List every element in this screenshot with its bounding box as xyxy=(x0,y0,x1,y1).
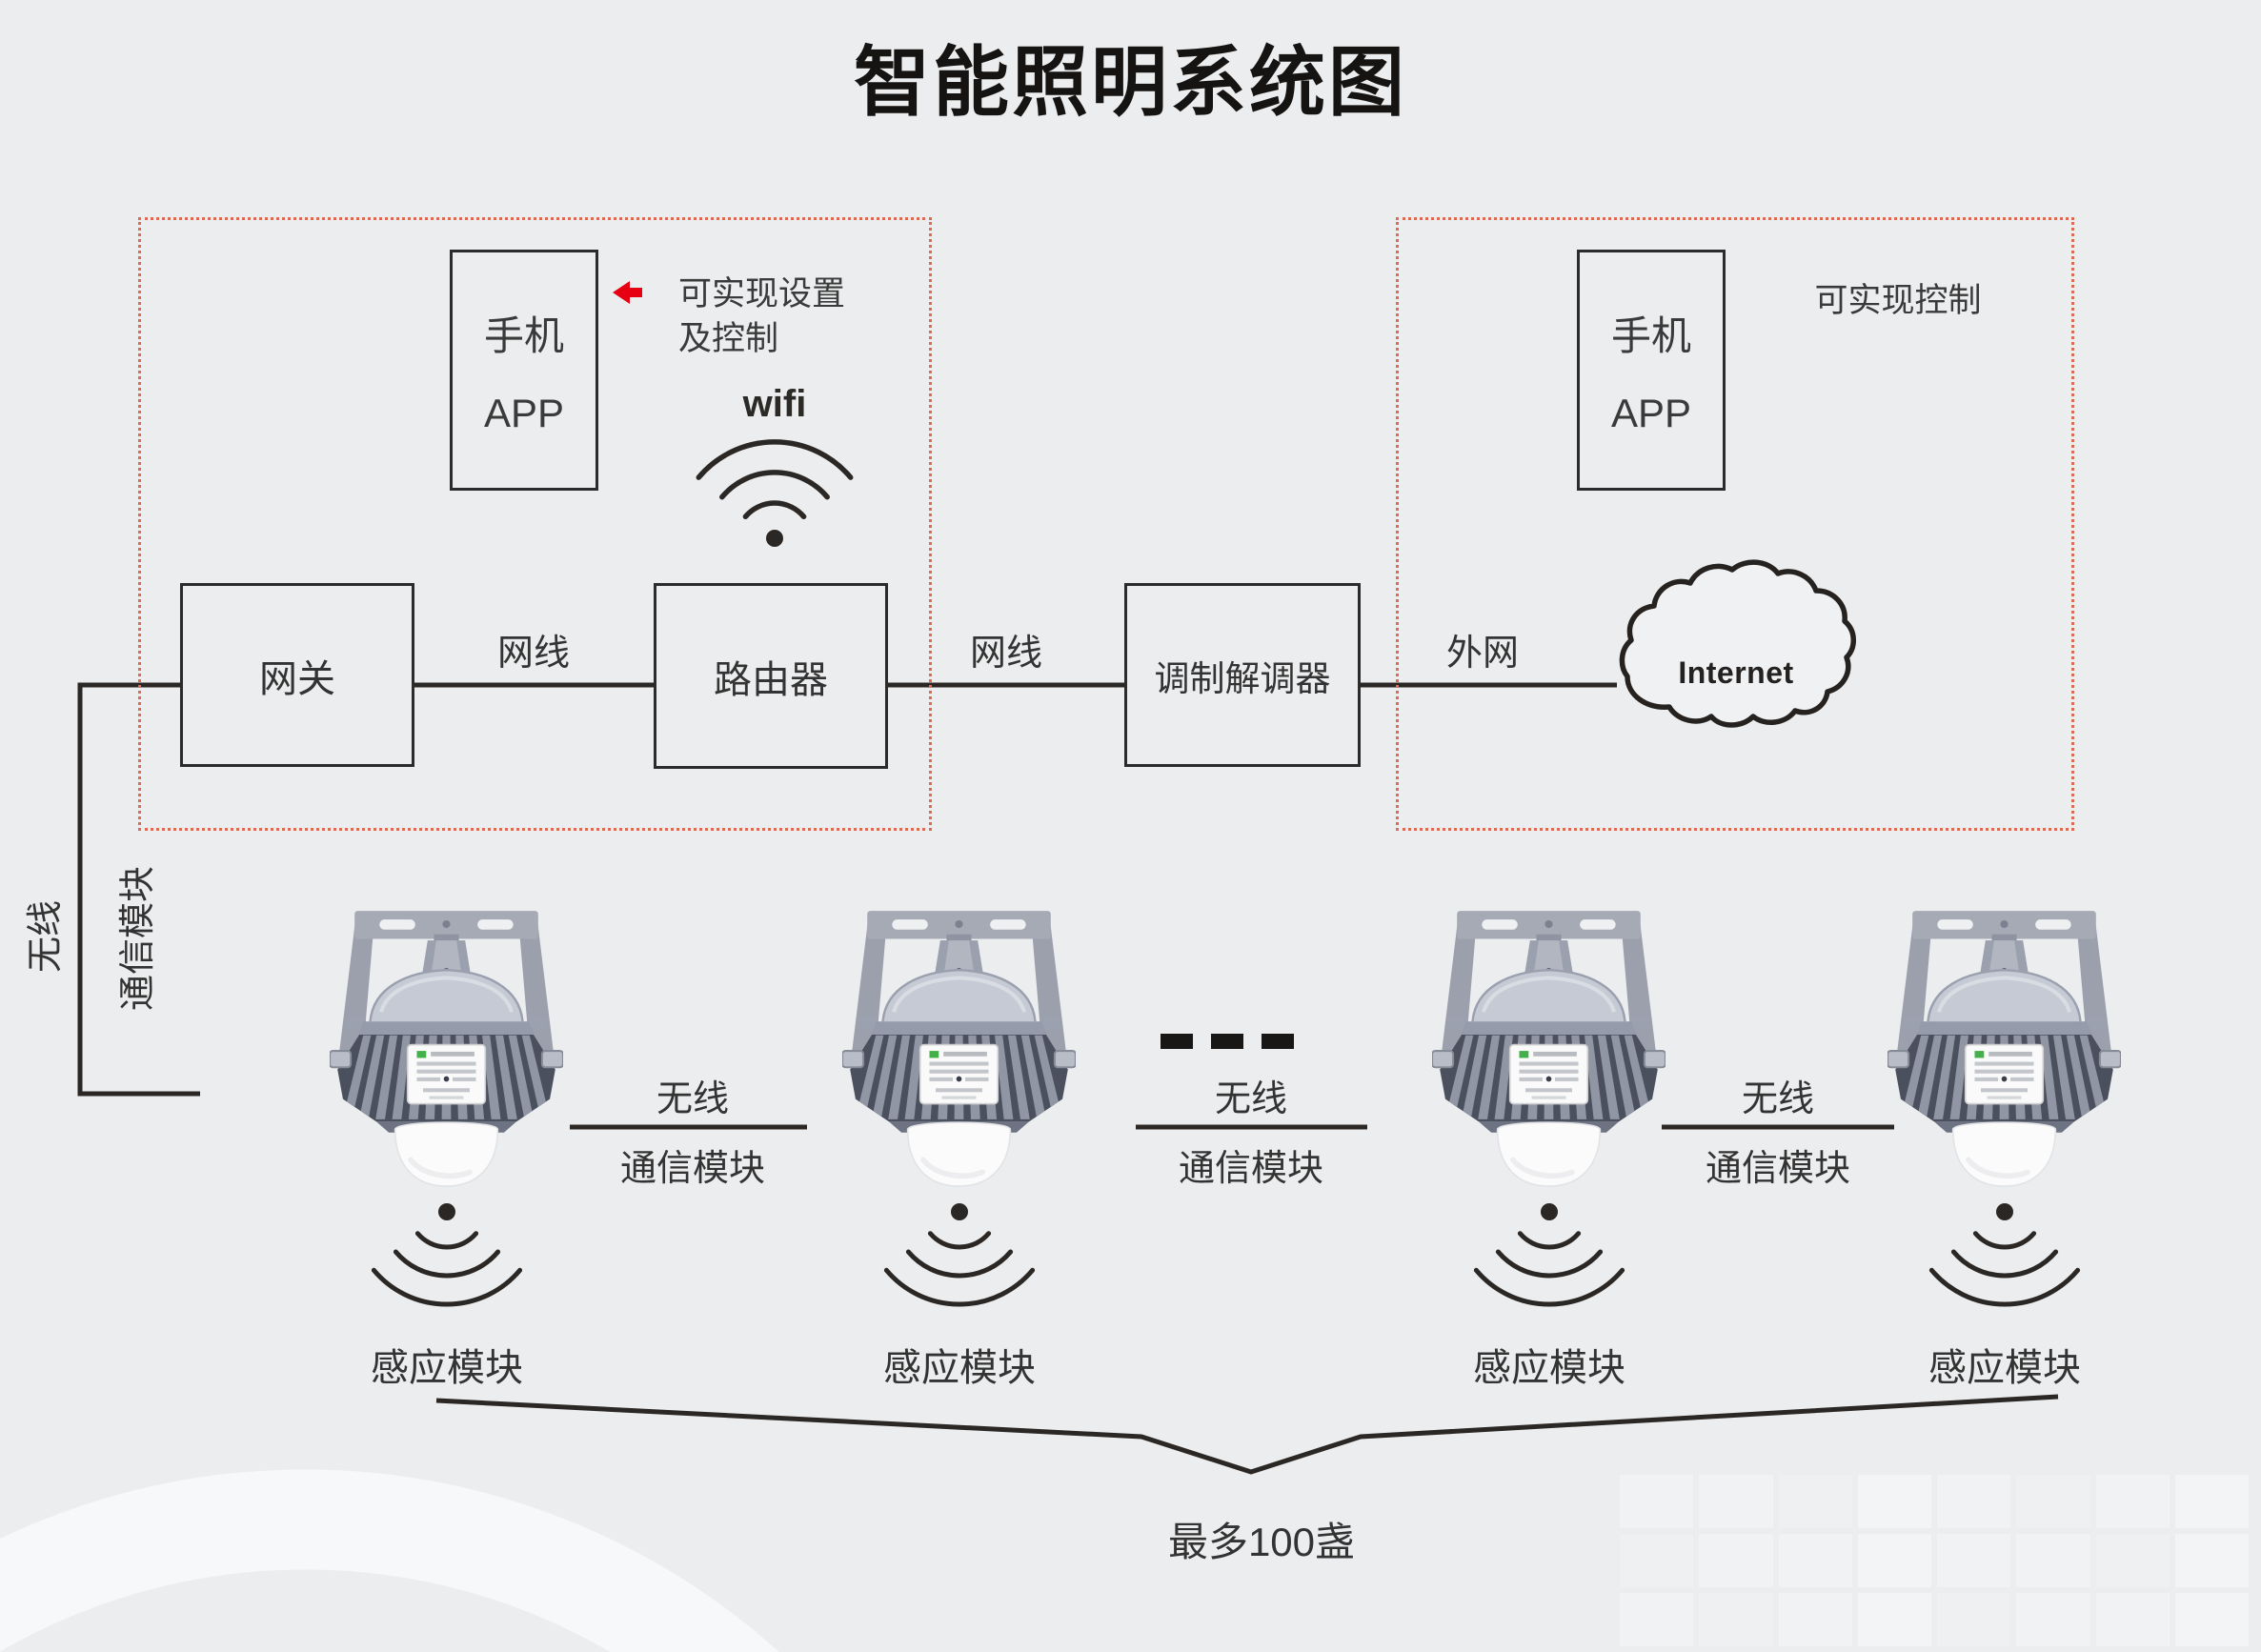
phone-label: 手机 xyxy=(483,313,564,358)
gap-label-3: 无线 通信模块 xyxy=(1705,1079,1850,1189)
group-bracket xyxy=(435,1394,2059,1475)
router-label: 路由器 xyxy=(714,658,828,701)
sensor-icon-1 xyxy=(371,1203,523,1307)
gap-label-2: 无线 通信模块 xyxy=(1178,1079,1323,1189)
wifi-label: wifi xyxy=(742,383,807,425)
phone-app-box-right: 手机 APP xyxy=(1577,250,1726,491)
max-lamps-label: 最多100盏 xyxy=(1167,1520,1356,1564)
sensor-icon-3 xyxy=(1473,1203,1625,1307)
gateway-box: 网关 xyxy=(180,583,414,767)
sensor-label-2: 感应模块 xyxy=(883,1347,1036,1389)
internet-label: Internet xyxy=(1678,655,1794,690)
lamp-1 xyxy=(330,911,563,1186)
gateway-label: 网关 xyxy=(259,657,335,700)
lamp-4 xyxy=(1888,911,2121,1186)
external-net-label: 外网 xyxy=(1445,634,1519,674)
trunk-wireless-label: 无线 xyxy=(26,900,66,974)
connector-lines xyxy=(77,682,2059,1475)
modem-box: 调制解调器 xyxy=(1124,583,1361,767)
lamp-2 xyxy=(842,911,1076,1186)
sensor-icon-4 xyxy=(1928,1203,2081,1307)
internet-cloud-icon xyxy=(1619,559,1856,728)
sensor-label-4: 感应模块 xyxy=(1928,1347,2081,1389)
gap-label-1: 无线 通信模块 xyxy=(619,1079,765,1189)
app-label: APP xyxy=(1610,391,1692,435)
app-label: APP xyxy=(483,391,565,435)
wifi-icon xyxy=(696,439,854,547)
phone-app-box-left: 手机 APP xyxy=(450,250,598,491)
trunk-module-label: 通信模块 xyxy=(118,866,158,1012)
phone-label: 手机 xyxy=(1610,313,1691,358)
sensor-label-1: 感应模块 xyxy=(371,1347,523,1389)
decorative-ring xyxy=(0,1469,779,1652)
note-remote-control: 可实现控制 xyxy=(1814,282,1982,319)
watermark xyxy=(1620,1475,2249,1646)
red-arrow-icon xyxy=(613,281,642,304)
router-box: 路由器 xyxy=(654,583,888,769)
page-title: 智能照明系统图 xyxy=(854,40,1407,125)
sensor-icon-2 xyxy=(883,1203,1036,1307)
lamp-3 xyxy=(1432,911,1665,1186)
remote-control-zone xyxy=(1396,217,2074,831)
modem-label: 调制解调器 xyxy=(1154,658,1331,698)
continuation-dashes-icon xyxy=(1161,1034,1294,1049)
cable-label-2: 网线 xyxy=(969,634,1042,674)
cable-label-1: 网线 xyxy=(496,634,570,674)
local-control-zone xyxy=(138,217,932,831)
note-setup-control: 可实现设置 及控制 xyxy=(678,275,846,357)
sensor-label-3: 感应模块 xyxy=(1473,1347,1625,1389)
